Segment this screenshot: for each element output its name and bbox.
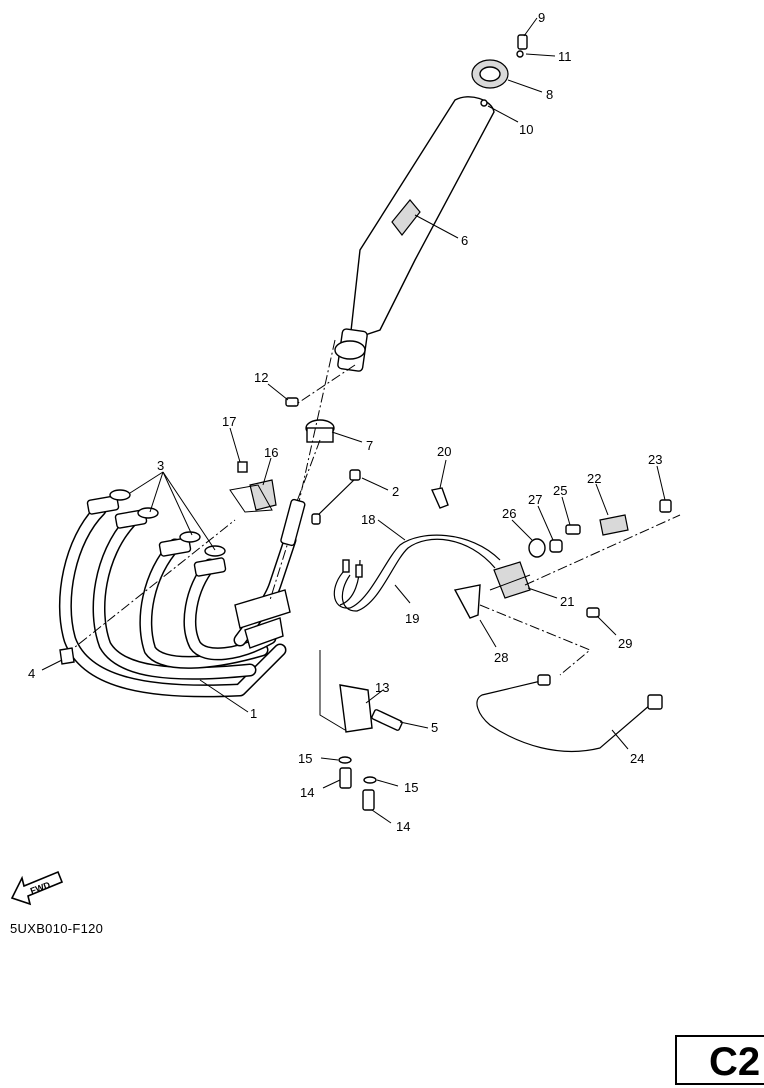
callout-11: 11 [558,49,572,64]
callout-15b: 15 [404,780,418,795]
callout-labels: 1 2 3 4 5 6 7 8 9 10 11 12 13 14 14 15 1… [28,10,662,834]
callout-21: 21 [560,594,574,609]
callout-16: 16 [264,445,278,460]
servo-motor [493,561,531,599]
callout-3: 3 [157,458,164,473]
callout-19: 19 [405,611,419,626]
joint-gasket-body [306,427,334,443]
callout-17: 17 [222,414,236,429]
page-badge: C2 [675,1035,764,1085]
part-22 [599,514,629,536]
callout-29: 29 [618,636,632,651]
callout-14a: 14 [300,785,314,800]
callout-25: 25 [553,483,567,498]
bolt-12 [285,397,299,407]
gasket-set [109,489,226,557]
callout-28: 28 [494,650,508,665]
callout-13: 13 [375,680,389,695]
bracket-16 [249,479,277,511]
mount-bracket [339,684,373,733]
callout-15a: 15 [298,751,312,766]
muffler [334,96,495,372]
forward-arrow-icon: FWD [10,870,64,906]
callout-7: 7 [366,438,373,453]
callout-14b: 14 [396,819,410,834]
grommet-26 [528,538,546,558]
callout-26: 26 [502,506,516,521]
callout-1: 1 [250,706,257,721]
end-cap [471,34,528,107]
exhaust-pipe-assembly [58,495,297,698]
callout-6: 6 [461,233,468,248]
callout-22: 22 [587,471,601,486]
callout-24: 24 [630,751,644,766]
callout-23: 23 [648,452,662,467]
callout-8: 8 [546,87,553,102]
callout-18: 18 [361,512,375,527]
callout-10: 10 [519,122,533,137]
leader-lines [41,17,666,824]
callout-5: 5 [431,720,438,735]
callout-4: 4 [28,666,35,681]
bolt-17 [237,461,248,473]
document-code: 5UXB010-F120 [10,921,104,936]
page-label: C2 [709,1040,761,1084]
callout-9: 9 [538,10,545,25]
callout-2: 2 [392,484,399,499]
callout-12: 12 [254,370,268,385]
callout-27: 27 [528,492,542,507]
callout-20: 20 [437,444,451,459]
